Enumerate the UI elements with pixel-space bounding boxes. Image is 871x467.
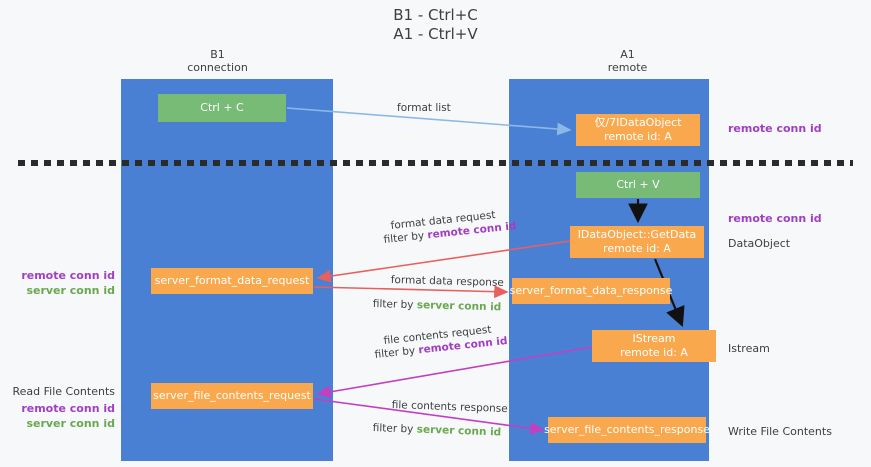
annotation-left-conn-ids: remote conn id server conn id: [10, 268, 115, 298]
filter-prefix: filter by: [372, 421, 417, 436]
filter-key-server-conn-id: server conn id: [416, 423, 502, 439]
label-read-file-contents: Read File Contents: [12, 385, 115, 398]
annotation-left-conn-ids-2: remote conn id server conn id: [10, 401, 115, 431]
page-title: B1 - Ctrl+C A1 - Ctrl+V: [393, 6, 478, 43]
node-server-format-data-response[interactable]: server_format_data_response: [510, 278, 672, 304]
node-server-file-contents-response[interactable]: server_file_contents_response: [544, 417, 710, 443]
node-idataobject-getdata[interactable]: IDataObject::GetData remote id: A: [570, 226, 704, 258]
edge-label-file-contents-response-filter: filter by server conn id: [373, 421, 502, 439]
label-remote-conn-id: remote conn id: [728, 212, 822, 225]
edge-label-file-contents-response: file contents response: [391, 398, 508, 416]
annotation-write-file-contents: Write File Contents: [728, 424, 832, 439]
column-header-b1: B1 connection: [187, 48, 248, 74]
node-server-format-data-request[interactable]: server_format_data_request: [151, 268, 313, 294]
label-server-conn-id: server conn id: [26, 284, 115, 297]
edge-label-format-data-response: format data response: [390, 273, 504, 289]
annotation-istream: Istream: [728, 341, 770, 356]
label-istream: Istream: [728, 342, 770, 355]
filter-prefix: filter by: [374, 344, 420, 361]
filter-prefix: filter by: [372, 297, 417, 312]
label-write-file-contents: Write File Contents: [728, 425, 832, 438]
phase-divider: [18, 160, 853, 166]
annotation-right-remote-conn-id-2: remote conn id: [728, 211, 822, 226]
annotation-right-remote-conn-id-1: remote conn id: [728, 121, 822, 136]
node-idataobject[interactable]: 仅/7IDataObject remote id: A: [576, 114, 700, 146]
label-remote-conn-id: remote conn id: [21, 402, 115, 415]
label-remote-conn-id: remote conn id: [728, 122, 822, 135]
label-dataobject: DataObject: [728, 237, 791, 250]
label-server-conn-id: server conn id: [26, 417, 115, 430]
filter-key-server-conn-id: server conn id: [416, 299, 502, 314]
edge-label-format-data-response-filter: filter by server conn id: [373, 297, 502, 314]
node-server-file-contents-request[interactable]: server_file_contents_request: [151, 383, 313, 409]
column-header-a1: A1 remote: [607, 48, 648, 74]
label-remote-conn-id: remote conn id: [21, 269, 115, 282]
filter-prefix: filter by: [383, 229, 429, 246]
annotation-read-file-contents: Read File Contents: [10, 384, 115, 399]
annotation-dataobject: DataObject: [728, 236, 790, 251]
node-ctrl-v[interactable]: Ctrl + V: [576, 172, 700, 198]
node-ctrl-c[interactable]: Ctrl + C: [158, 94, 286, 122]
node-istream[interactable]: IStream remote id: A: [592, 330, 716, 362]
edge-label-format-list: format list: [397, 102, 451, 114]
